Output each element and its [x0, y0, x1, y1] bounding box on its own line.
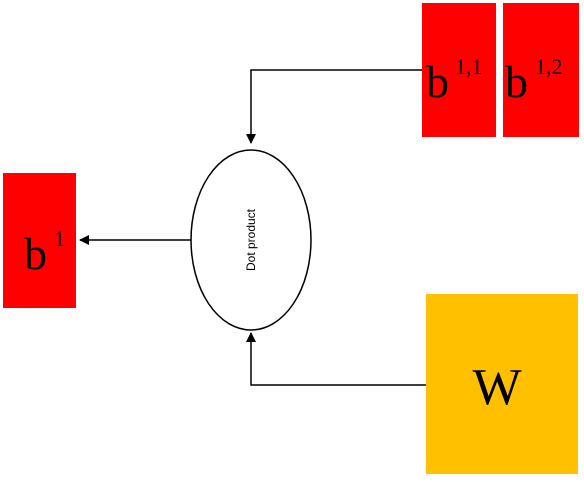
input-block-b11-base: b: [426, 56, 449, 107]
dot-product-label: Dot product: [244, 208, 258, 271]
weights-block: W: [426, 294, 578, 474]
weights-block-fill: [426, 294, 578, 474]
output-block-b1-base: b: [24, 228, 47, 279]
input-block-b12: b 1,2: [503, 3, 579, 137]
weights-label: W: [472, 359, 521, 416]
input-block-b12-superscript: 1,2: [535, 54, 563, 79]
output-block-b1: b 1: [3, 173, 76, 308]
dot-product-node: Dot product: [190, 149, 312, 331]
input-block-b11: b 1,1: [422, 3, 496, 137]
input-block-b11-superscript: 1,1: [455, 54, 483, 79]
input-block-b11-fill: [422, 3, 496, 137]
arrow-weights-to-dot-product: [246, 332, 426, 386]
input-block-b12-fill: [503, 3, 579, 137]
arrow-inputs-to-dot-product: [246, 69, 422, 144]
input-block-b12-base: b: [505, 56, 528, 107]
output-block-b1-fill: [3, 173, 76, 308]
output-block-b1-superscript: 1: [54, 226, 65, 251]
